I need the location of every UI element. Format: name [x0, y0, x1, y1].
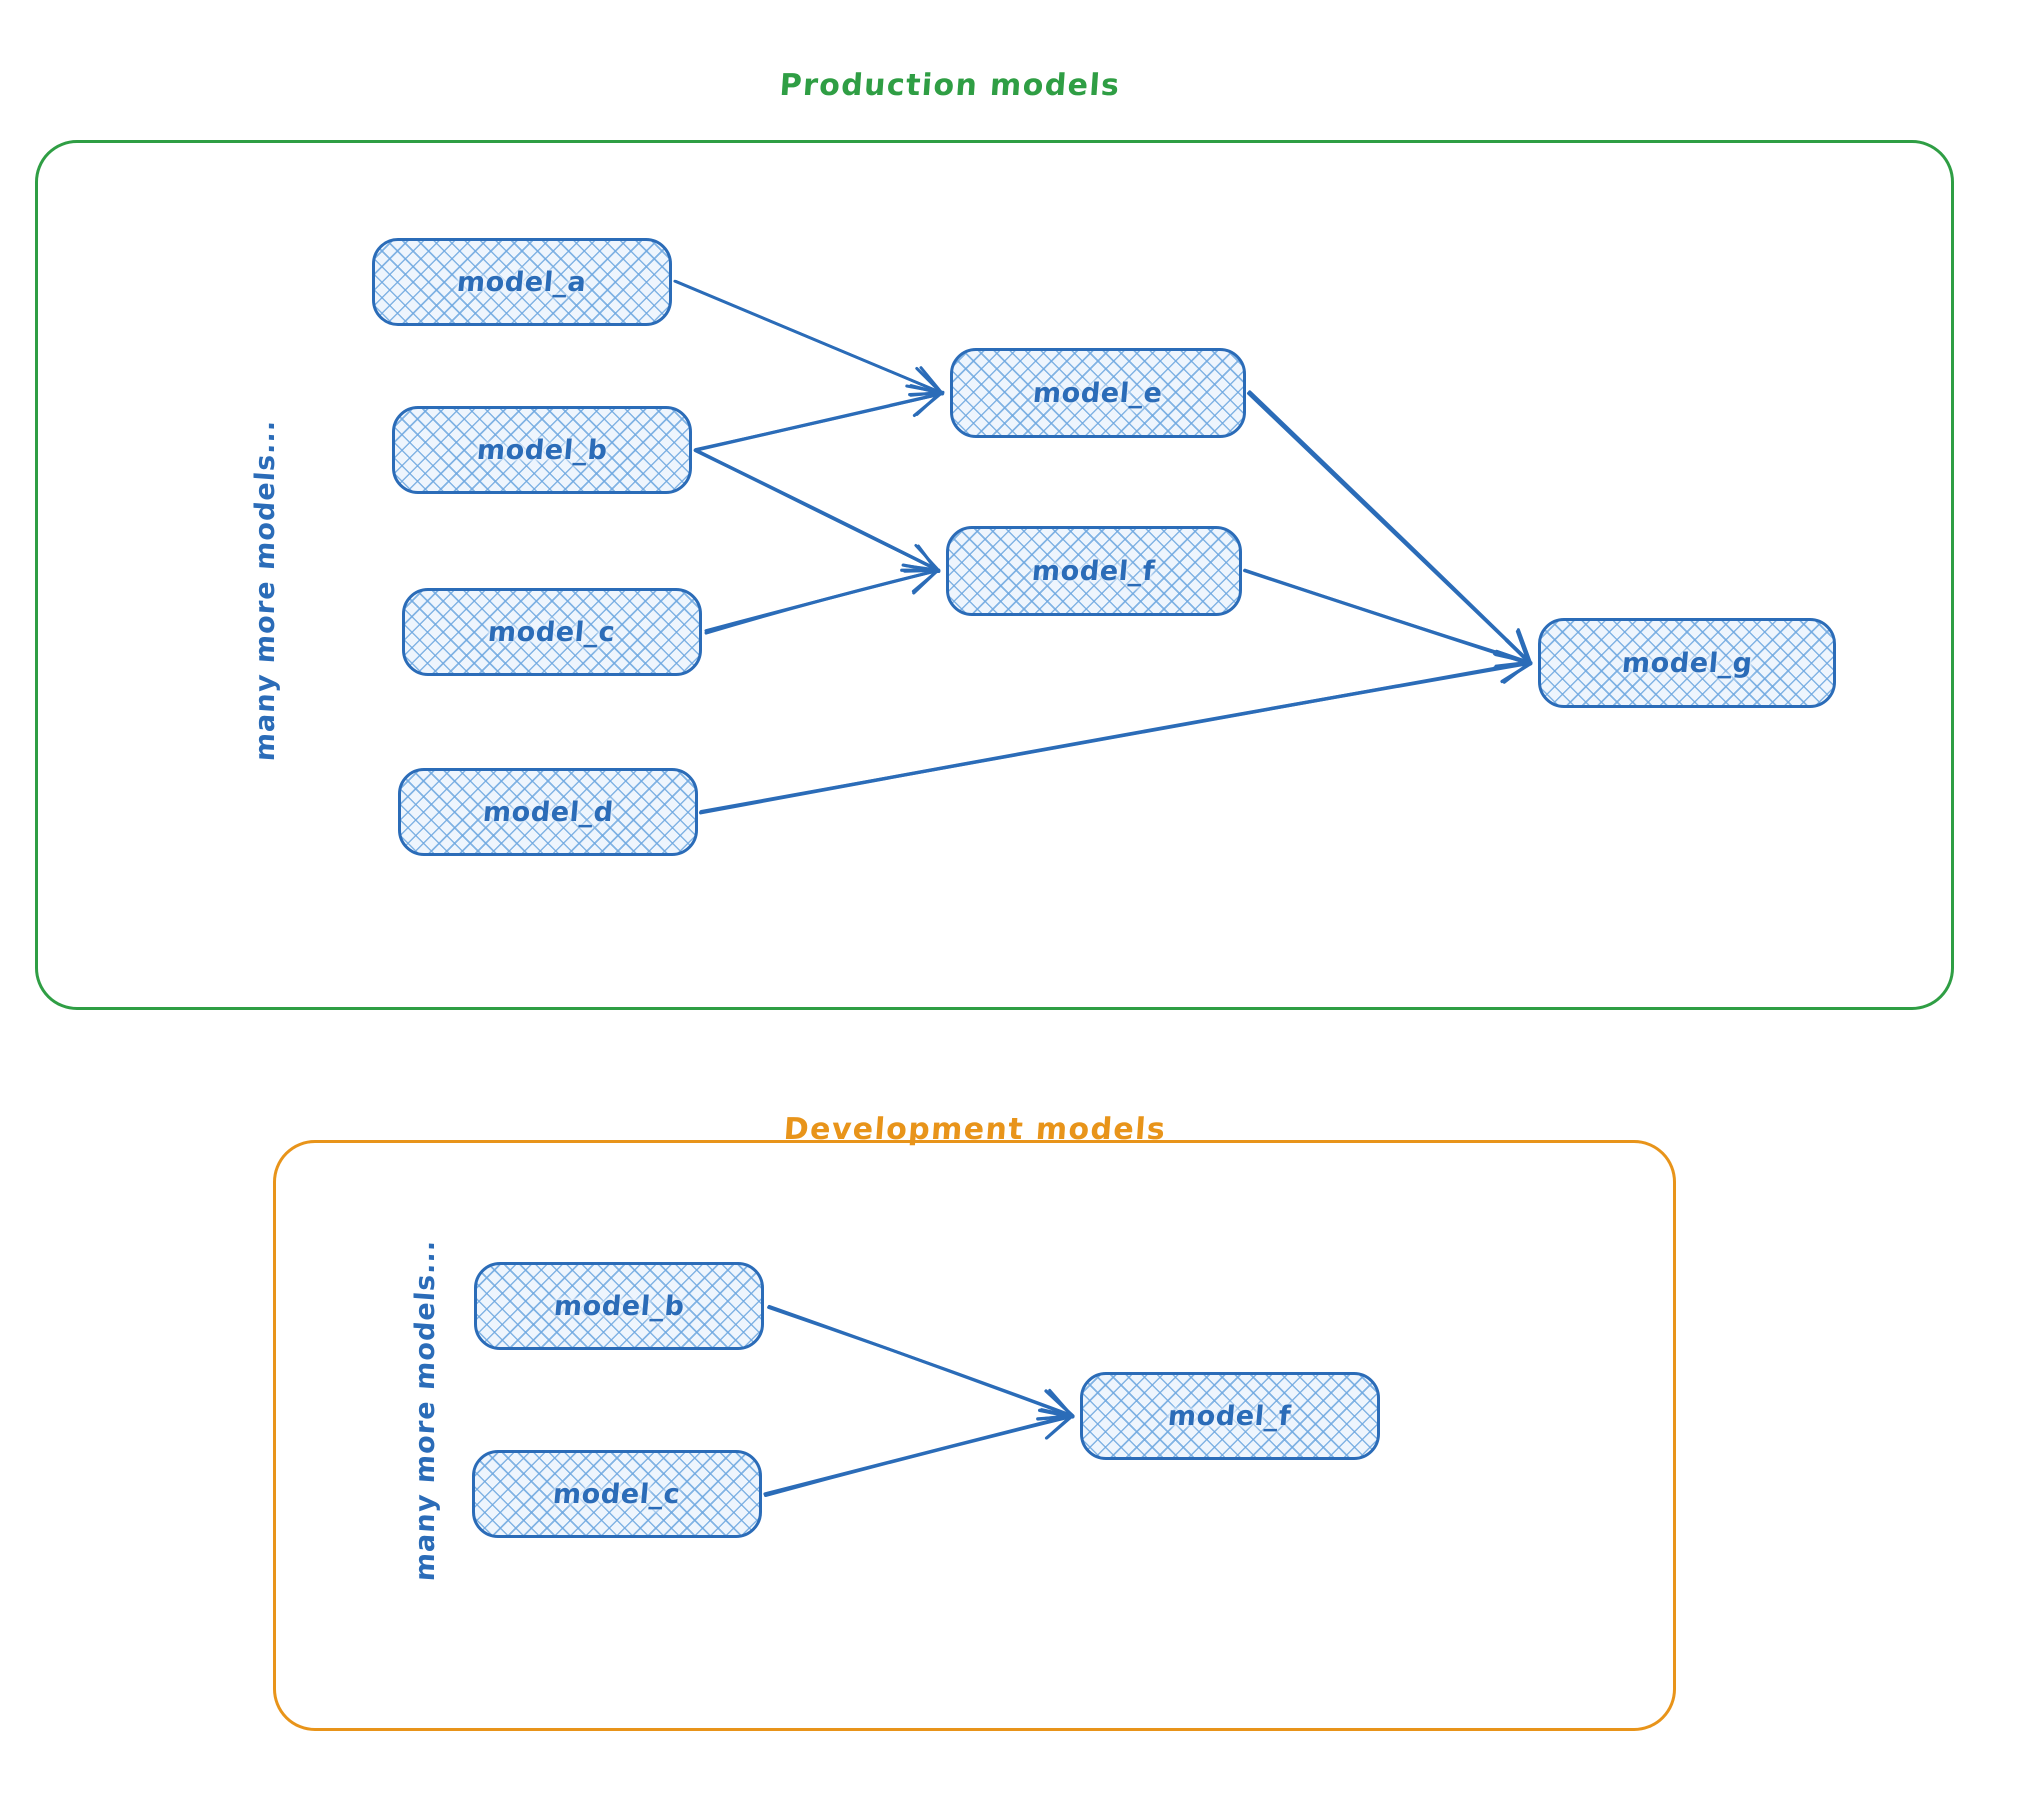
- development-group-frame: [273, 1140, 1676, 1731]
- production-group-title: Production models: [778, 68, 1122, 103]
- production-group-frame: [35, 140, 1954, 1010]
- model-node-model-b[interactable]: model_b: [392, 406, 692, 494]
- model-node-label: model_f: [1167, 1400, 1293, 1432]
- model-node-model-a[interactable]: model_a: [372, 238, 672, 326]
- model-node-model-f[interactable]: model_f: [946, 526, 1242, 616]
- model-node-label: model_b: [475, 434, 609, 466]
- model-node-model-g[interactable]: model_g: [1538, 618, 1836, 708]
- model-node-label: model_c: [551, 1478, 682, 1510]
- model-node-label: model_d: [481, 796, 615, 828]
- model-node-label: model_e: [1031, 377, 1165, 409]
- model-node-model-e[interactable]: model_e: [950, 348, 1246, 438]
- model-node-label: model_c: [486, 616, 617, 648]
- model-node-model-d[interactable]: model_d: [398, 768, 698, 856]
- development-many-more-models-label: many more models...: [410, 1238, 441, 1583]
- model-node-label: model_b: [552, 1290, 686, 1322]
- production-many-more-models-label: many more models...: [250, 418, 281, 763]
- model-node-model-c[interactable]: model_c: [472, 1450, 762, 1538]
- model-node-model-c[interactable]: model_c: [402, 588, 702, 676]
- model-node-model-b[interactable]: model_b: [474, 1262, 764, 1350]
- model-node-label: model_a: [455, 266, 589, 298]
- model-node-label: model_g: [1620, 647, 1754, 679]
- development-group-title: Development models: [782, 1112, 1168, 1147]
- model-node-model-f[interactable]: model_f: [1080, 1372, 1380, 1460]
- model-node-label: model_f: [1031, 555, 1157, 587]
